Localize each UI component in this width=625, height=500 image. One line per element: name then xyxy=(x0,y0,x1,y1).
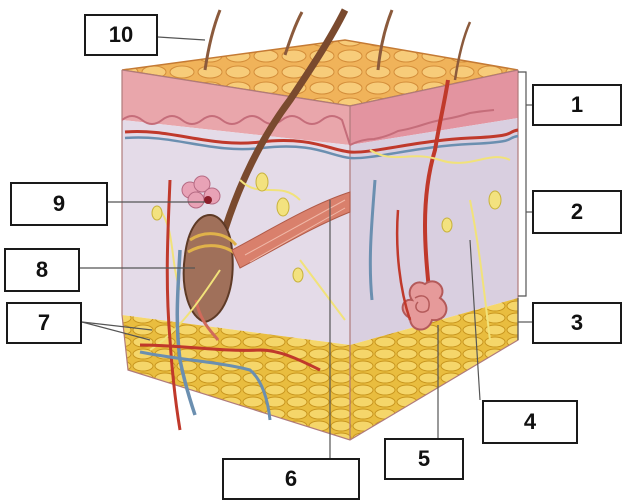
dermis-front xyxy=(122,120,350,345)
label-9: 9 xyxy=(10,182,108,226)
label-5: 5 xyxy=(384,438,464,480)
label-3: 3 xyxy=(532,302,622,344)
label-2: 2 xyxy=(532,190,622,234)
label-8: 8 xyxy=(4,248,80,292)
label-6: 6 xyxy=(222,458,360,500)
label-10: 10 xyxy=(84,14,158,56)
label-1: 1 xyxy=(532,84,622,126)
label-7: 7 xyxy=(6,302,82,344)
label-4: 4 xyxy=(482,400,578,444)
